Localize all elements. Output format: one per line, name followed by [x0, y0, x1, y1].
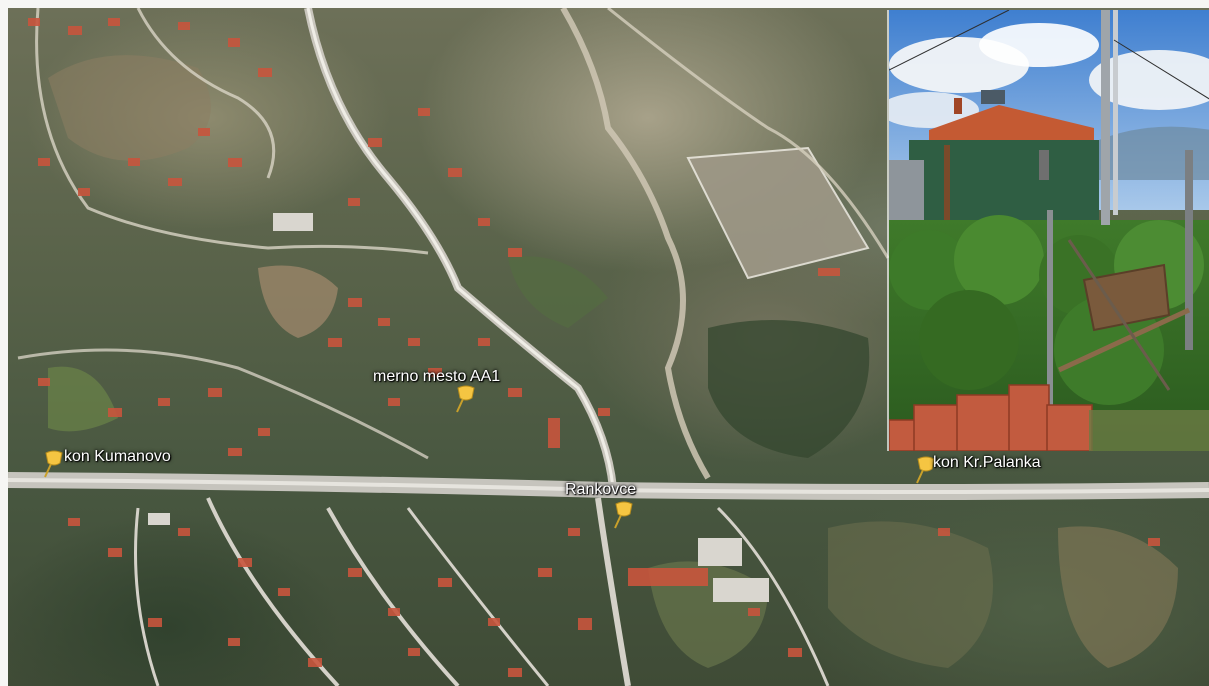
label-to-kriva-palanka: kon Kr.Palanka: [933, 454, 1041, 471]
site-photo: [887, 10, 1209, 451]
label-to-kumanovo: kon Kumanovo: [64, 448, 171, 465]
pushpin-icon[interactable]: [914, 455, 938, 485]
pushpin-icon[interactable]: [612, 500, 636, 530]
pushpin-icon[interactable]: [42, 449, 66, 479]
pushpin-icon[interactable]: [454, 384, 478, 414]
map-terrain: [8, 8, 1209, 686]
label-town: Rankovce: [565, 481, 637, 498]
label-measurement-point: merno mesto AA1: [373, 368, 501, 385]
